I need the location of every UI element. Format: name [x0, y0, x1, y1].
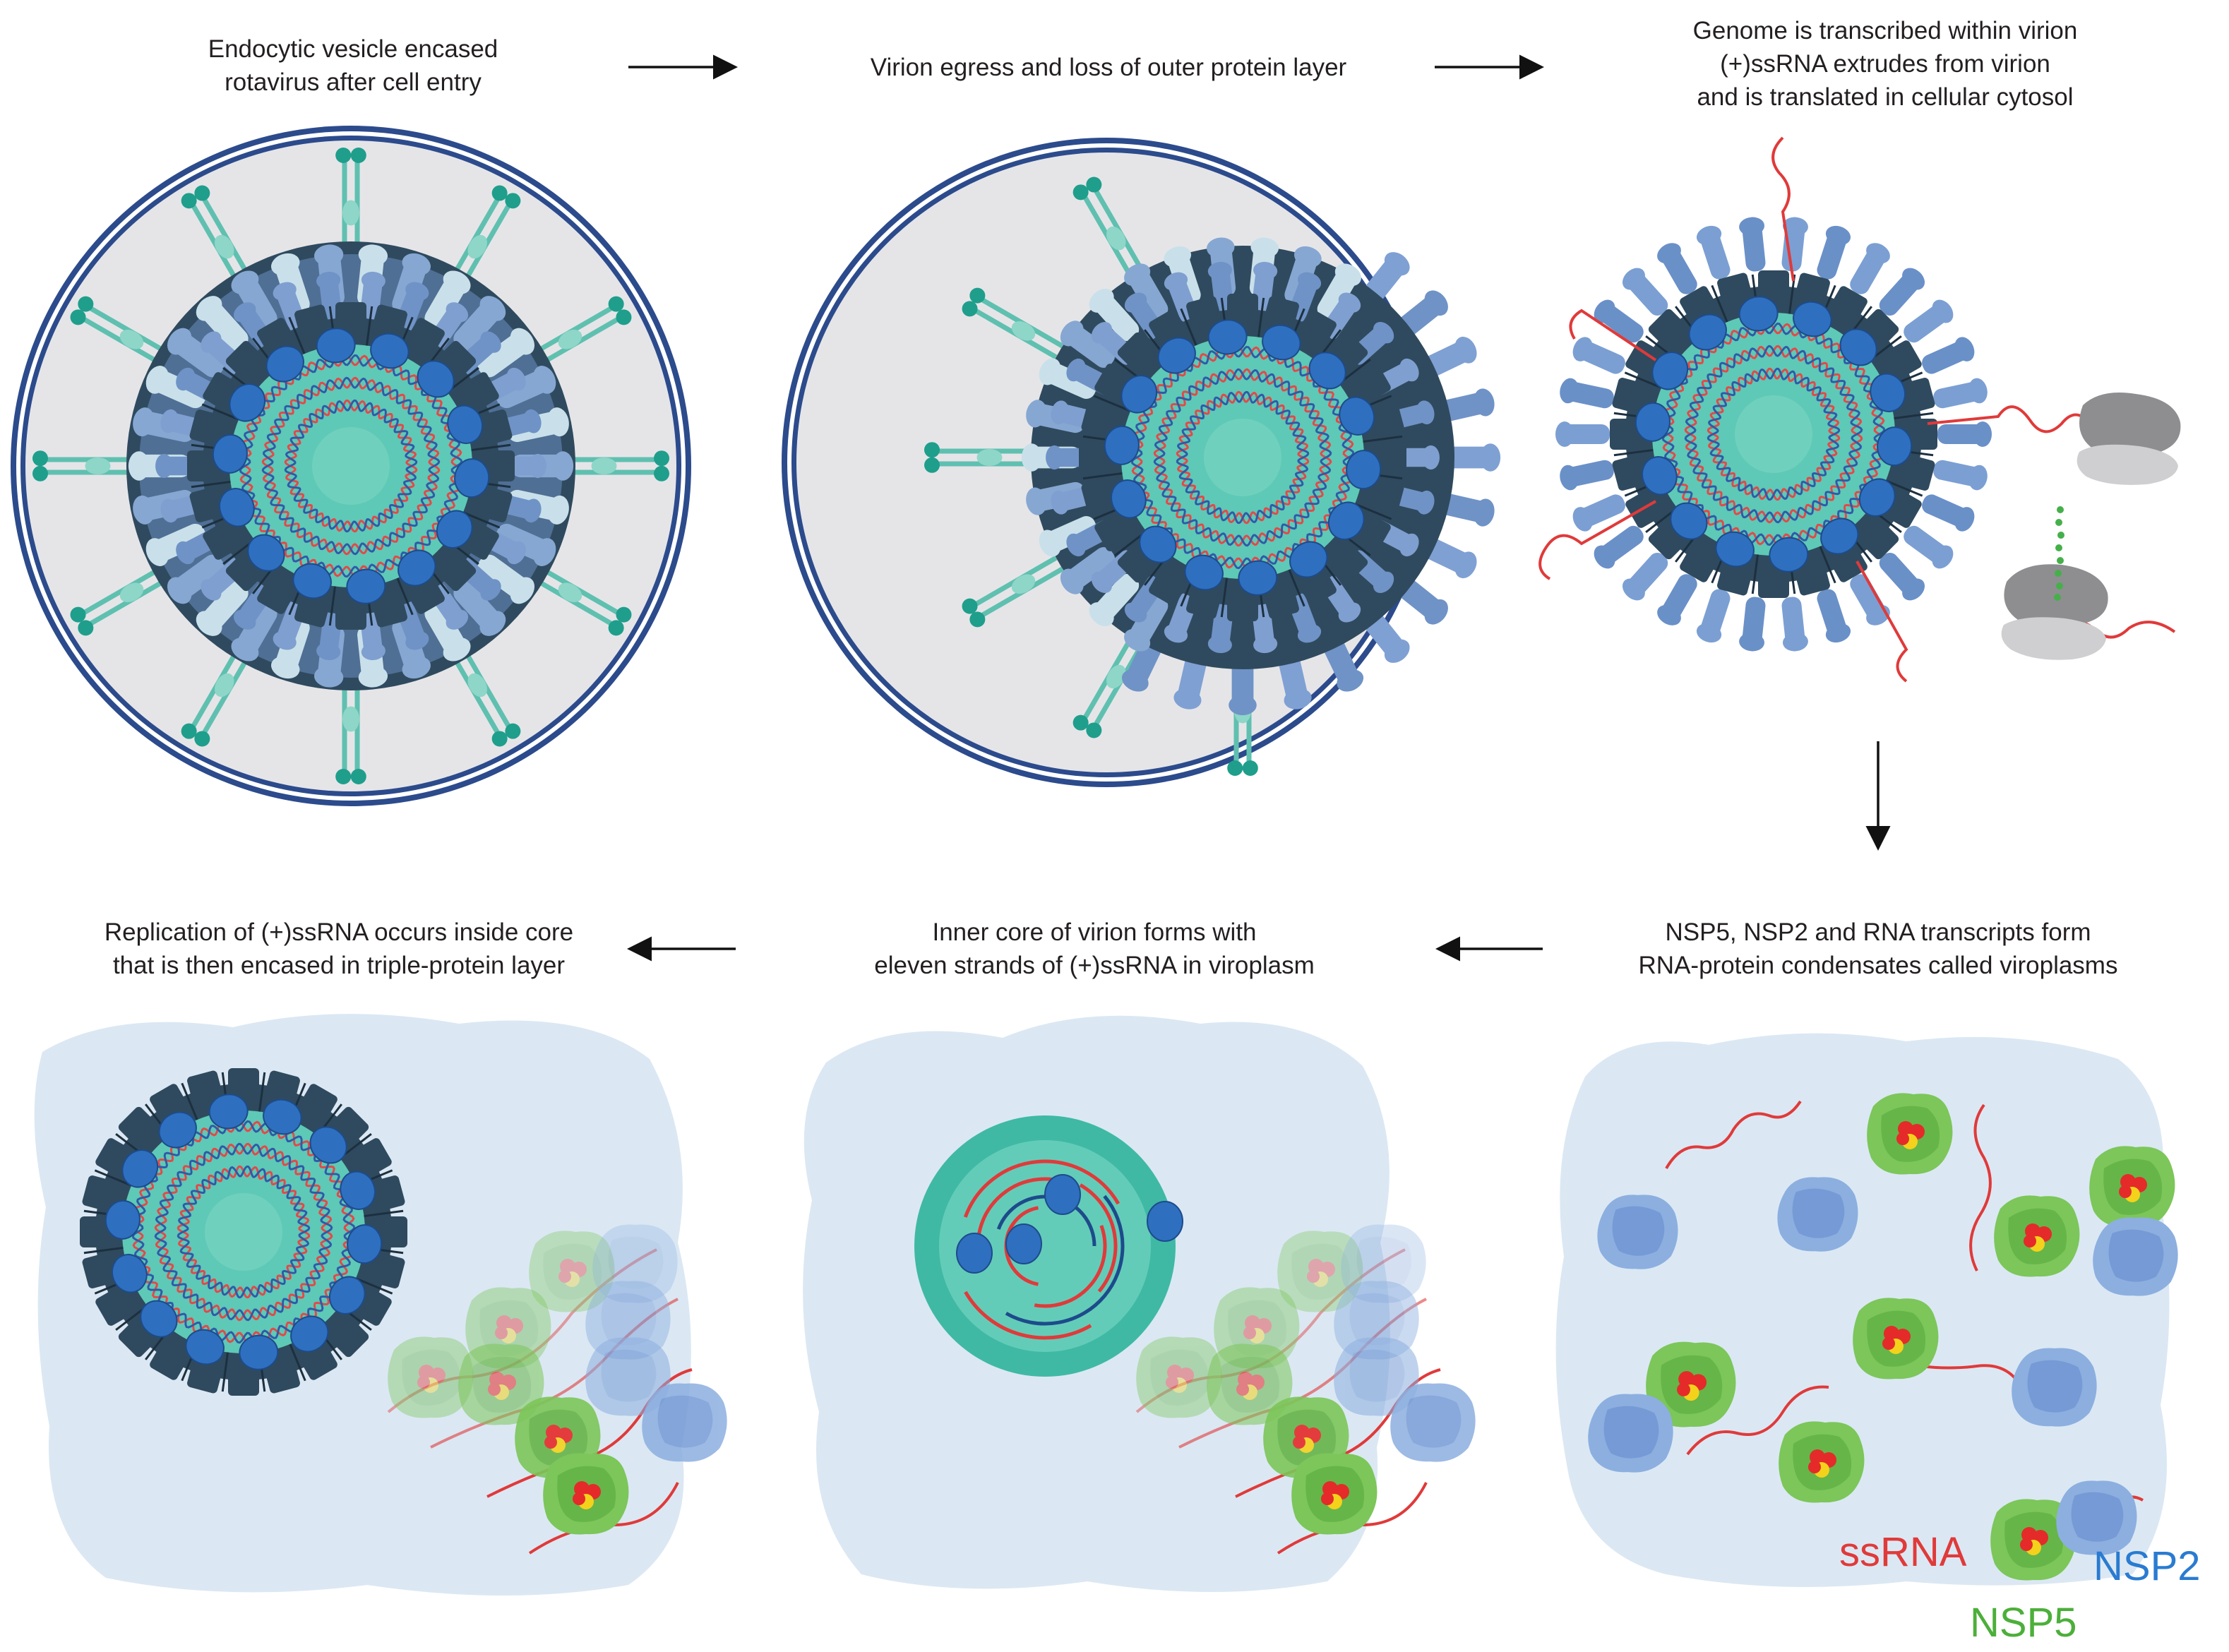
panel-replication [34, 1014, 727, 1596]
panel-vesicle-entry [11, 126, 691, 806]
caption-step-5: Inner core of virion forms with eleven s… [874, 918, 1315, 979]
arrows [627, 54, 1891, 962]
core-strands [956, 1159, 1183, 1340]
panel-viroplasm-formation [1555, 1033, 2178, 1587]
double-layer-particle [1555, 217, 1992, 652]
label-nsp2: NSP2 [2093, 1543, 2201, 1589]
caption-step-6: Replication of (+)ssRNA occurs inside co… [104, 918, 574, 979]
viroplasm-components-2 [1135, 1224, 1476, 1555]
double-layer-particle-2 [80, 1068, 407, 1396]
viroplasm-components [1588, 1093, 2178, 1581]
caption-step-4: NSP5, NSP2 and RNA transcripts form RNA-… [1638, 918, 2118, 979]
panel-inner-core [803, 1015, 1476, 1592]
vp4-spikes [32, 148, 669, 784]
triple-layer-virion [126, 241, 575, 690]
label-ssrna: ssRNA [1839, 1529, 1967, 1575]
egressing-virion [1021, 237, 1501, 716]
caption-step-1: Endocytic vesicle encased rotavirus afte… [208, 35, 498, 96]
panel-virion-egress [782, 138, 1501, 787]
caption-step-3: Genome is transcribed within virion (+)s… [1692, 17, 2078, 111]
caption-step-2: Virion egress and loss of outer protein … [870, 54, 1347, 81]
inner-core [939, 1140, 1151, 1352]
ribosome-bottom [2001, 506, 2108, 660]
vp4-spikes-partial [924, 176, 1258, 776]
label-nsp5: NSP5 [1970, 1600, 2077, 1646]
panel-transcription [1538, 136, 2181, 683]
viroplasm-components-3 [387, 1224, 727, 1555]
ribosome-top [2076, 393, 2181, 485]
